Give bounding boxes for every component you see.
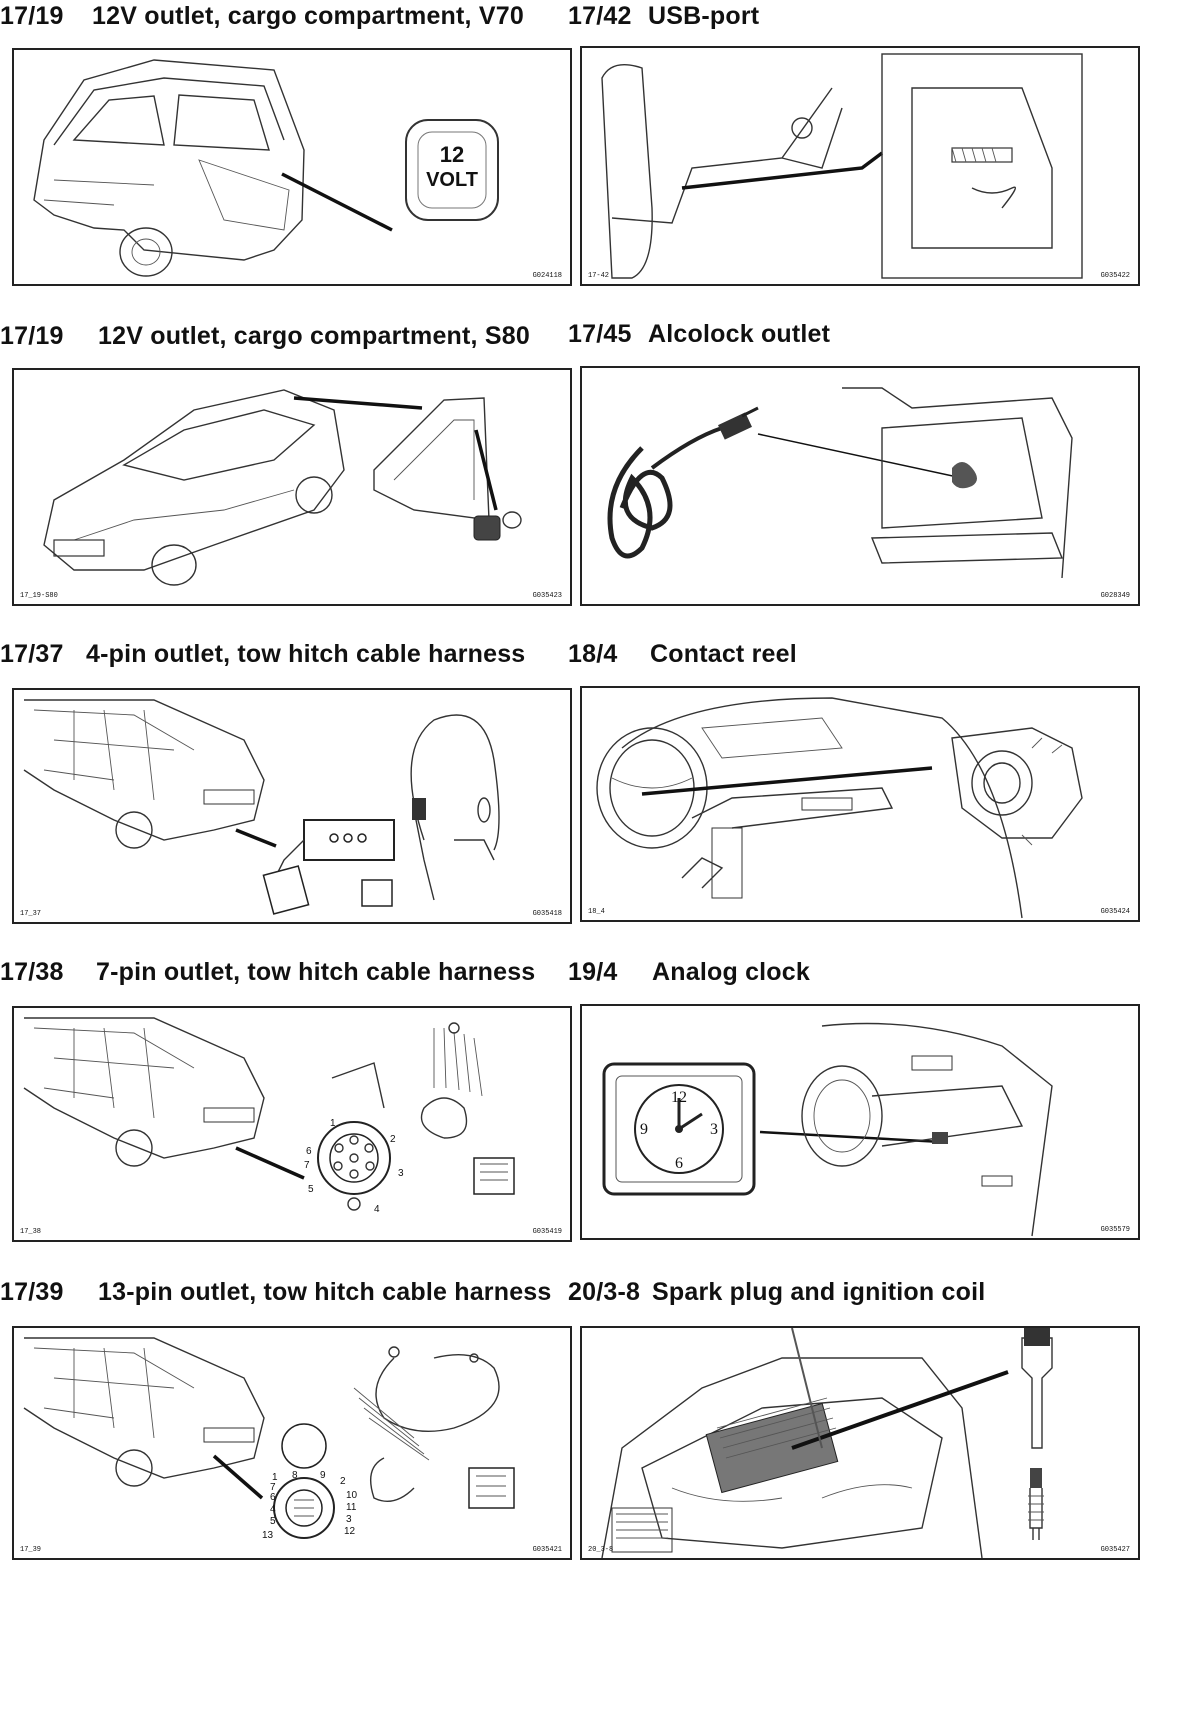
panel-heading: 20/3-8 Spark plug and ignition coil — [568, 1278, 985, 1307]
section-title: Analog clock — [652, 958, 810, 986]
figure-id: G035418 — [532, 910, 562, 918]
section-code: 17/37 — [0, 640, 64, 668]
figure-id: G035419 — [532, 1228, 562, 1236]
tow-hitch-13pin-illustration: 1 8 9 2 7 10 6 11 4 3 5 12 13 — [23, 1337, 515, 1541]
section-code: 17/39 — [0, 1278, 64, 1306]
section-code: 17/38 — [0, 958, 64, 986]
engine-bay-illustration — [601, 1328, 1053, 1558]
alcolock-cable-illustration — [607, 387, 1073, 579]
illustration-frame: 20_3-8 G035427 — [580, 1326, 1140, 1560]
pin-number: 1 — [330, 1118, 336, 1129]
clock-numeral-12: 12 — [671, 1089, 687, 1106]
illustration-frame: G028349 — [580, 366, 1140, 606]
pin-number: 10 — [346, 1490, 358, 1501]
panel-heading: 17/37 4-pin outlet, tow hitch cable harne… — [0, 640, 525, 669]
pin-number: 6 — [306, 1146, 312, 1157]
car-s80-illustration — [43, 389, 522, 586]
panel-heading: 17/38 7-pin outlet, tow hitch cable harne… — [0, 958, 535, 987]
clock-dashboard-illustration: 12 3 6 9 — [602, 1022, 1053, 1237]
tow-hitch-4pin-illustration — [23, 699, 500, 915]
section-code: 17/19 — [0, 2, 64, 30]
illustration-frame: 12 VOLT G024118 — [12, 48, 572, 286]
panel-heading: 17/19 12V outlet, cargo compartment, V70 — [0, 2, 524, 31]
clock-numeral-3: 3 — [710, 1121, 718, 1138]
panel-heading: 17/42 USB-port — [568, 2, 759, 31]
usb-console-illustration — [601, 53, 1083, 279]
illustration-frame: 12 3 6 9 G035579 — [580, 1004, 1140, 1240]
pin-number: 8 — [292, 1470, 298, 1481]
section-title: Alcolock outlet — [648, 320, 831, 348]
figure-id: G035423 — [532, 592, 562, 600]
panel-heading: 18/4 Contact reel — [568, 640, 797, 669]
figure-id: G024118 — [532, 272, 562, 280]
section-title: 7-pin outlet, tow hitch cable harness — [96, 958, 536, 986]
pin-number: 7 — [270, 1482, 276, 1493]
figure-id: G035427 — [1100, 1546, 1130, 1554]
figure-id: G035424 — [1100, 908, 1130, 916]
pin-number: 2 — [390, 1134, 396, 1145]
illustration-frame: 1 8 9 2 7 10 6 11 4 3 5 12 13 17_39 G035… — [12, 1326, 572, 1560]
tow-hitch-7pin-illustration: 1 2 3 4 5 6 7 — [23, 1017, 515, 1215]
section-code: 17/45 — [568, 320, 632, 348]
car-v70-illustration: 12 VOLT — [33, 59, 499, 277]
section-code: 17/42 — [568, 2, 632, 30]
pin-number: 11 — [346, 1502, 357, 1513]
pin-number: 4 — [374, 1204, 380, 1215]
panel-heading: 19/4 Analog clock — [568, 958, 810, 987]
section-title: 13-pin outlet, tow hitch cable harness — [98, 1278, 552, 1306]
pin-number: 4 — [270, 1504, 276, 1515]
pin-number: 9 — [320, 1470, 326, 1481]
socket-label-12: 12 — [440, 142, 464, 167]
section-title: Spark plug and ignition coil — [652, 1278, 986, 1306]
pin-number: 13 — [262, 1530, 274, 1541]
clock-numeral-9: 9 — [640, 1121, 648, 1138]
section-title: USB-port — [648, 2, 760, 30]
figure-label: 17-42 — [588, 272, 610, 280]
figure-label: 17_38 — [20, 1228, 42, 1236]
panel-heading: 17/39 13-pin outlet, tow hitch cable harn… — [0, 1278, 552, 1307]
figure-label: 18_4 — [588, 908, 605, 916]
pin-number: 3 — [346, 1514, 352, 1525]
section-code: 17/19 — [0, 322, 64, 350]
pin-number: 2 — [340, 1476, 346, 1487]
illustration-frame: 17_19-S80 G035423 — [12, 368, 572, 606]
figure-id: G028349 — [1100, 592, 1130, 600]
socket-label-volt: VOLT — [426, 169, 478, 191]
section-title: 12V outlet, cargo compartment, V70 — [92, 2, 524, 30]
section-code: 18/4 — [568, 640, 618, 668]
section-code: 20/3-8 — [568, 1278, 641, 1306]
section-title: Contact reel — [650, 640, 797, 668]
12v-socket-icon — [405, 119, 499, 221]
illustration-frame: 17-42 G035422 — [580, 46, 1140, 286]
illustration-frame: 18_4 G035424 — [580, 686, 1140, 922]
pin-number: 5 — [308, 1184, 314, 1195]
section-code: 19/4 — [568, 958, 618, 986]
figure-label: 17_39 — [20, 1546, 42, 1554]
pin-number: 3 — [398, 1168, 404, 1179]
panel-heading: 17/45 Alcolock outlet — [568, 320, 830, 349]
figure-id: G035579 — [1100, 1226, 1130, 1234]
pin-number: 5 — [270, 1516, 276, 1527]
pin-number: 6 — [270, 1492, 276, 1503]
illustration-frame: 1 2 3 4 5 6 7 17_38 G035419 — [12, 1006, 572, 1242]
pin-number: 1 — [272, 1472, 278, 1483]
spark-plug-icon — [1030, 1468, 1042, 1488]
steering-column-illustration — [596, 697, 1083, 919]
figure-label: 20_3-8 — [588, 1546, 614, 1554]
panel-heading: 17/19 12V outlet, cargo compartment, S80 — [0, 322, 530, 351]
pin-number: 12 — [344, 1526, 356, 1537]
section-title: 4-pin outlet, tow hitch cable harness — [86, 640, 526, 668]
illustration-frame: 17_37 G035418 — [12, 688, 572, 924]
clock-numeral-6: 6 — [675, 1155, 683, 1172]
figure-label: 17_19-S80 — [20, 592, 58, 600]
figure-label: 17_37 — [20, 910, 42, 918]
section-title: 12V outlet, cargo compartment, S80 — [98, 322, 530, 350]
figure-id: G035422 — [1100, 272, 1130, 280]
ignition-coil-icon — [1021, 1337, 1053, 1449]
pin-number: 7 — [304, 1160, 310, 1171]
figure-id: G035421 — [532, 1546, 562, 1554]
